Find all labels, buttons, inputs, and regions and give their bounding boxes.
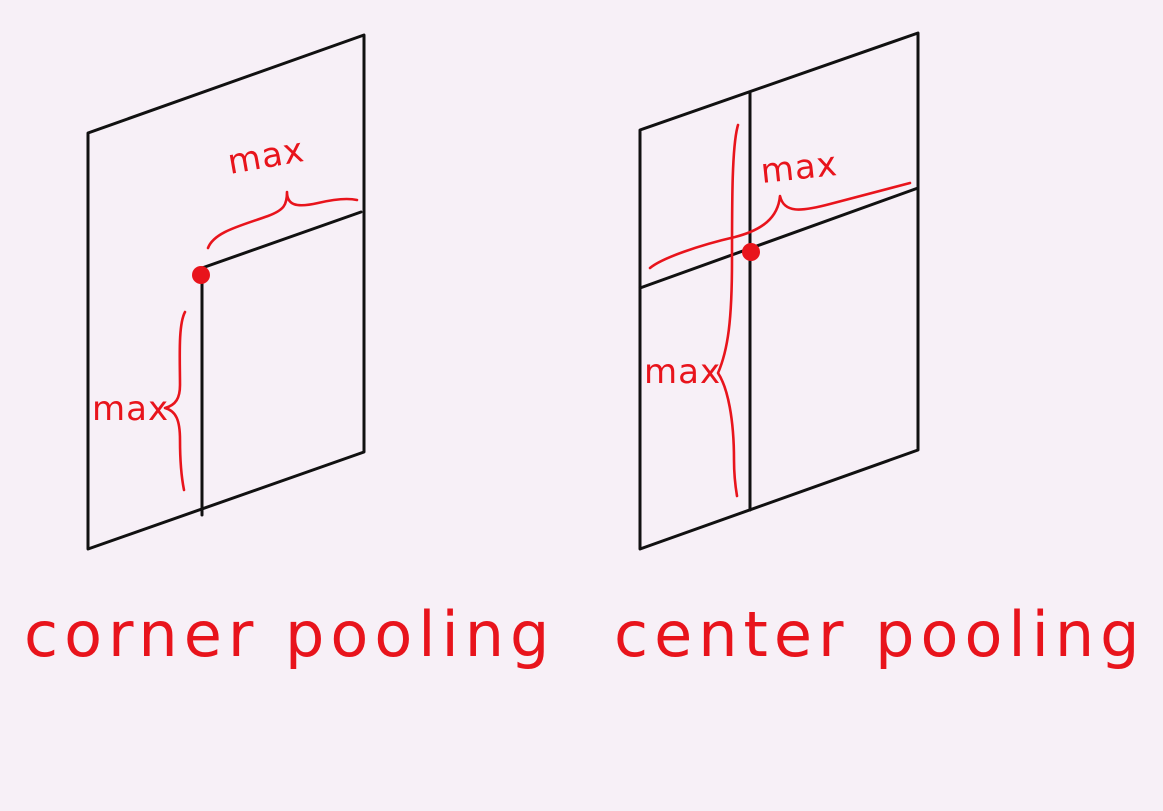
corner-horizontal-brace (206, 190, 359, 250)
center-feature-map-outline (638, 31, 920, 551)
center-pooling-diagram: max max (638, 31, 920, 551)
center-keypoint-dot (742, 243, 760, 261)
corner-pooling-diagram: max max (86, 33, 366, 551)
center-vertical-brace (716, 123, 740, 498)
corner-keypoint-dot (192, 266, 210, 284)
center-horizontal-brace (648, 181, 912, 270)
corner-horizontal-max-label: max (225, 130, 308, 183)
corner-horizontal-line (200, 210, 363, 270)
center-vertical-max-label: max (644, 352, 721, 392)
center-pooling-caption: center pooling (614, 598, 1146, 671)
center-horizontal-max-label: max (759, 144, 840, 192)
corner-pooling-caption: corner pooling (24, 598, 555, 671)
corner-feature-map-outline (86, 33, 366, 551)
corner-vertical-brace (163, 310, 187, 492)
center-horizontal-line (638, 186, 920, 290)
corner-vertical-max-label: max (92, 389, 169, 429)
